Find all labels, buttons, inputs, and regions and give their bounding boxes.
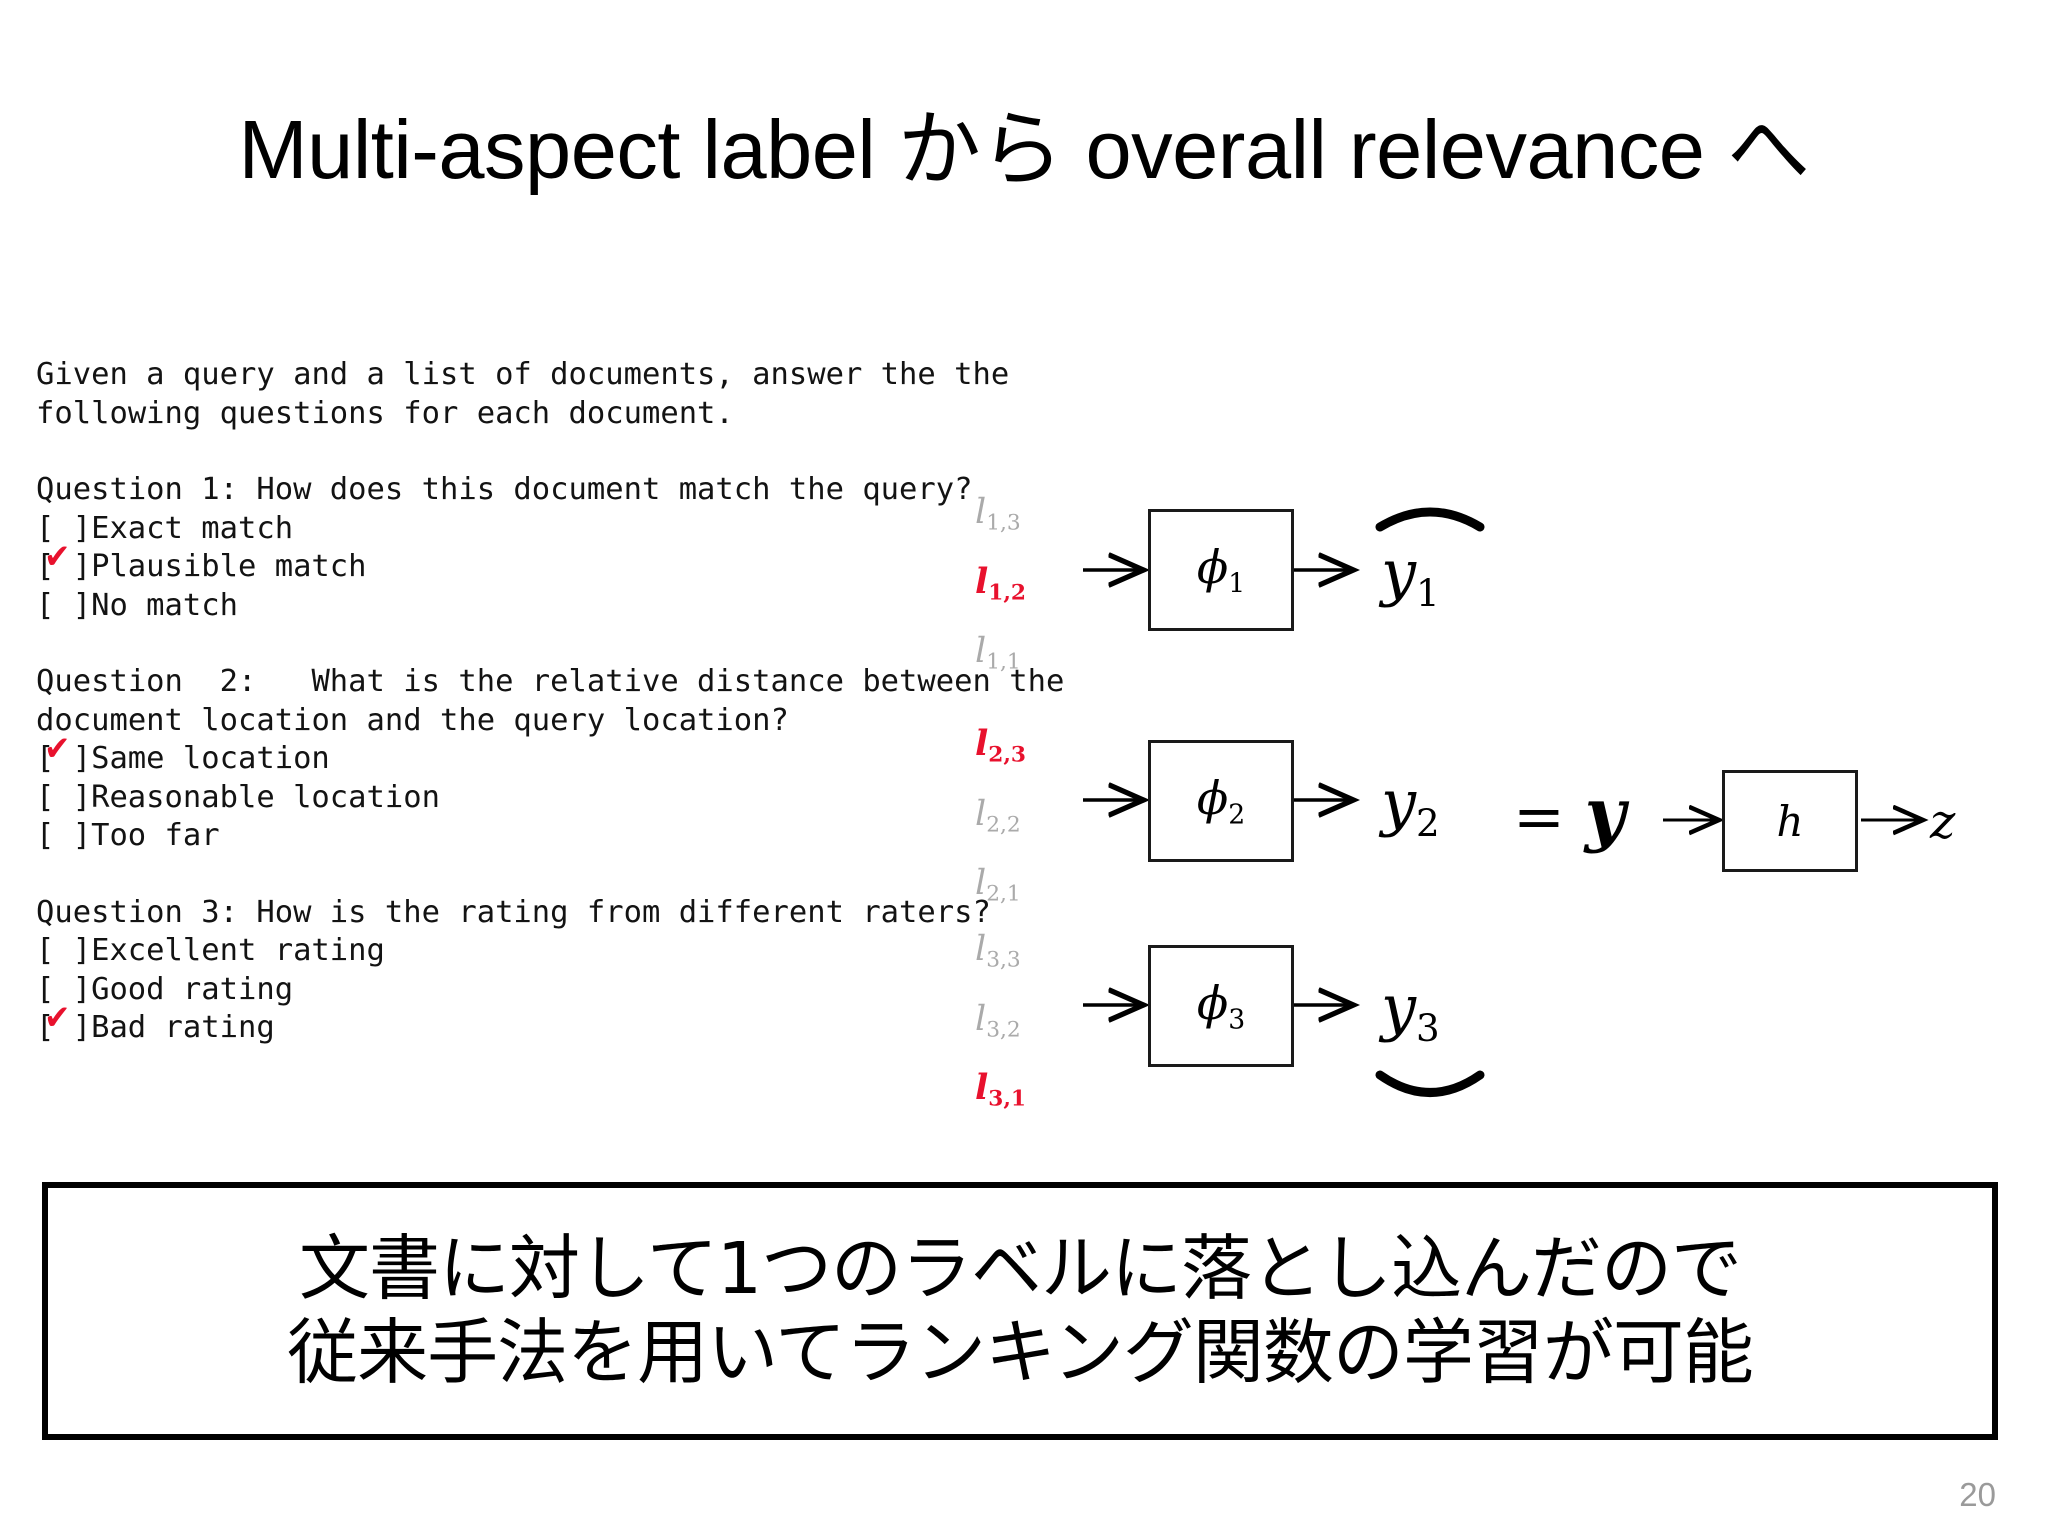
label-column-row-3: l3,3 l3,2 l3,1 <box>975 920 1095 1129</box>
phi-box-1-label: ϕ1 <box>1196 540 1246 600</box>
question-2-heading-line-1: Question 2: What is the relative distanc… <box>36 664 1065 699</box>
label-l-2-3: l2,3 <box>975 723 1027 768</box>
check-icon: ✔ <box>44 729 71 769</box>
h-box-label: h <box>1776 796 1804 846</box>
vector-y-label: y <box>1584 772 1626 855</box>
summary-callout-box: 文書に対して1つのラベルに落とし込んだので 従来手法を用いてランキング関数の学習… <box>42 1182 1998 1440</box>
checkbox-unchecked-icon[interactable]: [ ] <box>36 779 92 815</box>
question-2-heading-line-2: document location and the query location… <box>36 702 789 738</box>
questionnaire-intro: Given a query and a list of documents, a… <box>36 356 1056 433</box>
question-2-option-2[interactable]: [ ]Reasonable location <box>36 779 1056 818</box>
option-label: Bad rating <box>91 1010 275 1045</box>
option-label: Reasonable location <box>91 779 440 815</box>
checkbox-unchecked-icon[interactable]: [ ] <box>36 818 92 853</box>
question-3-option-2[interactable]: [ ]Good rating <box>36 971 1056 1010</box>
question-3-block: Question 3: How is the rating from diffe… <box>36 894 1056 1048</box>
question-3-option-1[interactable]: [ ]Excellent rating <box>36 932 1056 971</box>
option-label: Good rating <box>91 971 294 1007</box>
checkbox-checked-icon[interactable]: [ ]✔ <box>36 729 92 776</box>
label-column-row-1: l1,3 l1,2 l1,1 <box>975 483 1095 692</box>
option-label: Same location <box>91 741 330 776</box>
question-3-heading: Question 3: How is the rating from diffe… <box>36 894 991 930</box>
label-l-1-3: l1,3 <box>975 492 1021 536</box>
option-label: Exact match <box>91 510 294 546</box>
intro-line-1: Given a query and a list of documents, a… <box>36 357 1010 392</box>
option-label: Plausible match <box>91 549 367 584</box>
page-number: 20 <box>1959 1476 1996 1513</box>
question-2-option-3[interactable]: [ ]Too far <box>36 817 1056 856</box>
option-label: No match <box>91 587 238 623</box>
label-l-2-1: l2,1 <box>975 863 1021 907</box>
question-1-heading: Question 1: How does this document match… <box>36 472 973 507</box>
vector-brace-top-arc <box>1375 507 1485 532</box>
label-l-3-2: l3,2 <box>975 998 1021 1043</box>
question-2-option-1[interactable]: [ ]✔Same location <box>36 729 1056 779</box>
label-l-2-2: l2,2 <box>975 793 1021 838</box>
page-title: Multi-aspect label から overall relevance … <box>238 103 1810 196</box>
checkbox-checked-icon[interactable]: [ ]✔ <box>36 537 92 584</box>
spacer <box>36 433 1056 471</box>
checkbox-unchecked-icon[interactable]: [ ] <box>36 510 92 546</box>
phi-box-3[interactable]: ϕ3 <box>1148 945 1294 1067</box>
spacer <box>36 856 1056 894</box>
question-1-option-1[interactable]: [ ]Exact match <box>36 510 1056 549</box>
label-l-3-3: l3,3 <box>975 929 1021 973</box>
label-column-row-2: l2,3 l2,2 l2,1 <box>975 715 1095 924</box>
summary-line-1: 文書に対して1つのラベルに落とし込んだので <box>298 1227 1742 1311</box>
question-1-block: Question 1: How does this document match… <box>36 471 1056 625</box>
spacer <box>36 625 1056 663</box>
phi-box-2-label: ϕ2 <box>1196 771 1246 831</box>
output-y-1: y1 <box>1381 536 1440 615</box>
summary-line-2: 従来手法を用いてランキング関数の学習が可能 <box>287 1311 1754 1394</box>
output-z: z <box>1930 794 1956 850</box>
checkbox-unchecked-icon[interactable]: [ ] <box>36 587 92 623</box>
phi-box-3-label: ϕ3 <box>1196 976 1246 1036</box>
intro-line-2: following questions for each document. <box>36 395 734 431</box>
question-2-block: Question 2: What is the relative distanc… <box>36 663 1065 856</box>
checkbox-unchecked-icon[interactable]: [ ] <box>36 933 92 968</box>
label-l-3-1: l3,1 <box>975 1067 1027 1112</box>
phi-box-2[interactable]: ϕ2 <box>1148 740 1294 862</box>
questionnaire-block: Given a query and a list of documents, a… <box>36 356 1065 1048</box>
checkbox-unchecked-icon[interactable]: [ ] <box>36 971 92 1007</box>
output-y-2: y2 <box>1381 766 1440 845</box>
check-icon: ✔ <box>44 537 71 577</box>
label-l-1-2: l1,2 <box>975 560 1027 606</box>
equals-sign: = <box>1513 780 1565 853</box>
phi-box-1[interactable]: ϕ1 <box>1148 509 1294 631</box>
vector-brace-bottom-arc <box>1375 1070 1485 1097</box>
option-label: Excellent rating <box>91 933 385 968</box>
vector-equality: = y <box>1513 772 1625 855</box>
question-1-option-3[interactable]: [ ]No match <box>36 587 1056 626</box>
check-icon: ✔ <box>44 998 71 1038</box>
h-box[interactable]: h <box>1722 770 1858 872</box>
checkbox-checked-icon[interactable]: [ ]✔ <box>36 998 92 1045</box>
option-label: Too far <box>91 818 220 853</box>
question-1-option-2[interactable]: [ ]✔Plausible match <box>36 537 1056 587</box>
output-y-3: y3 <box>1381 971 1440 1050</box>
label-l-1-1: l1,1 <box>975 631 1021 675</box>
question-3-option-3[interactable]: [ ]✔Bad rating <box>36 998 1056 1048</box>
